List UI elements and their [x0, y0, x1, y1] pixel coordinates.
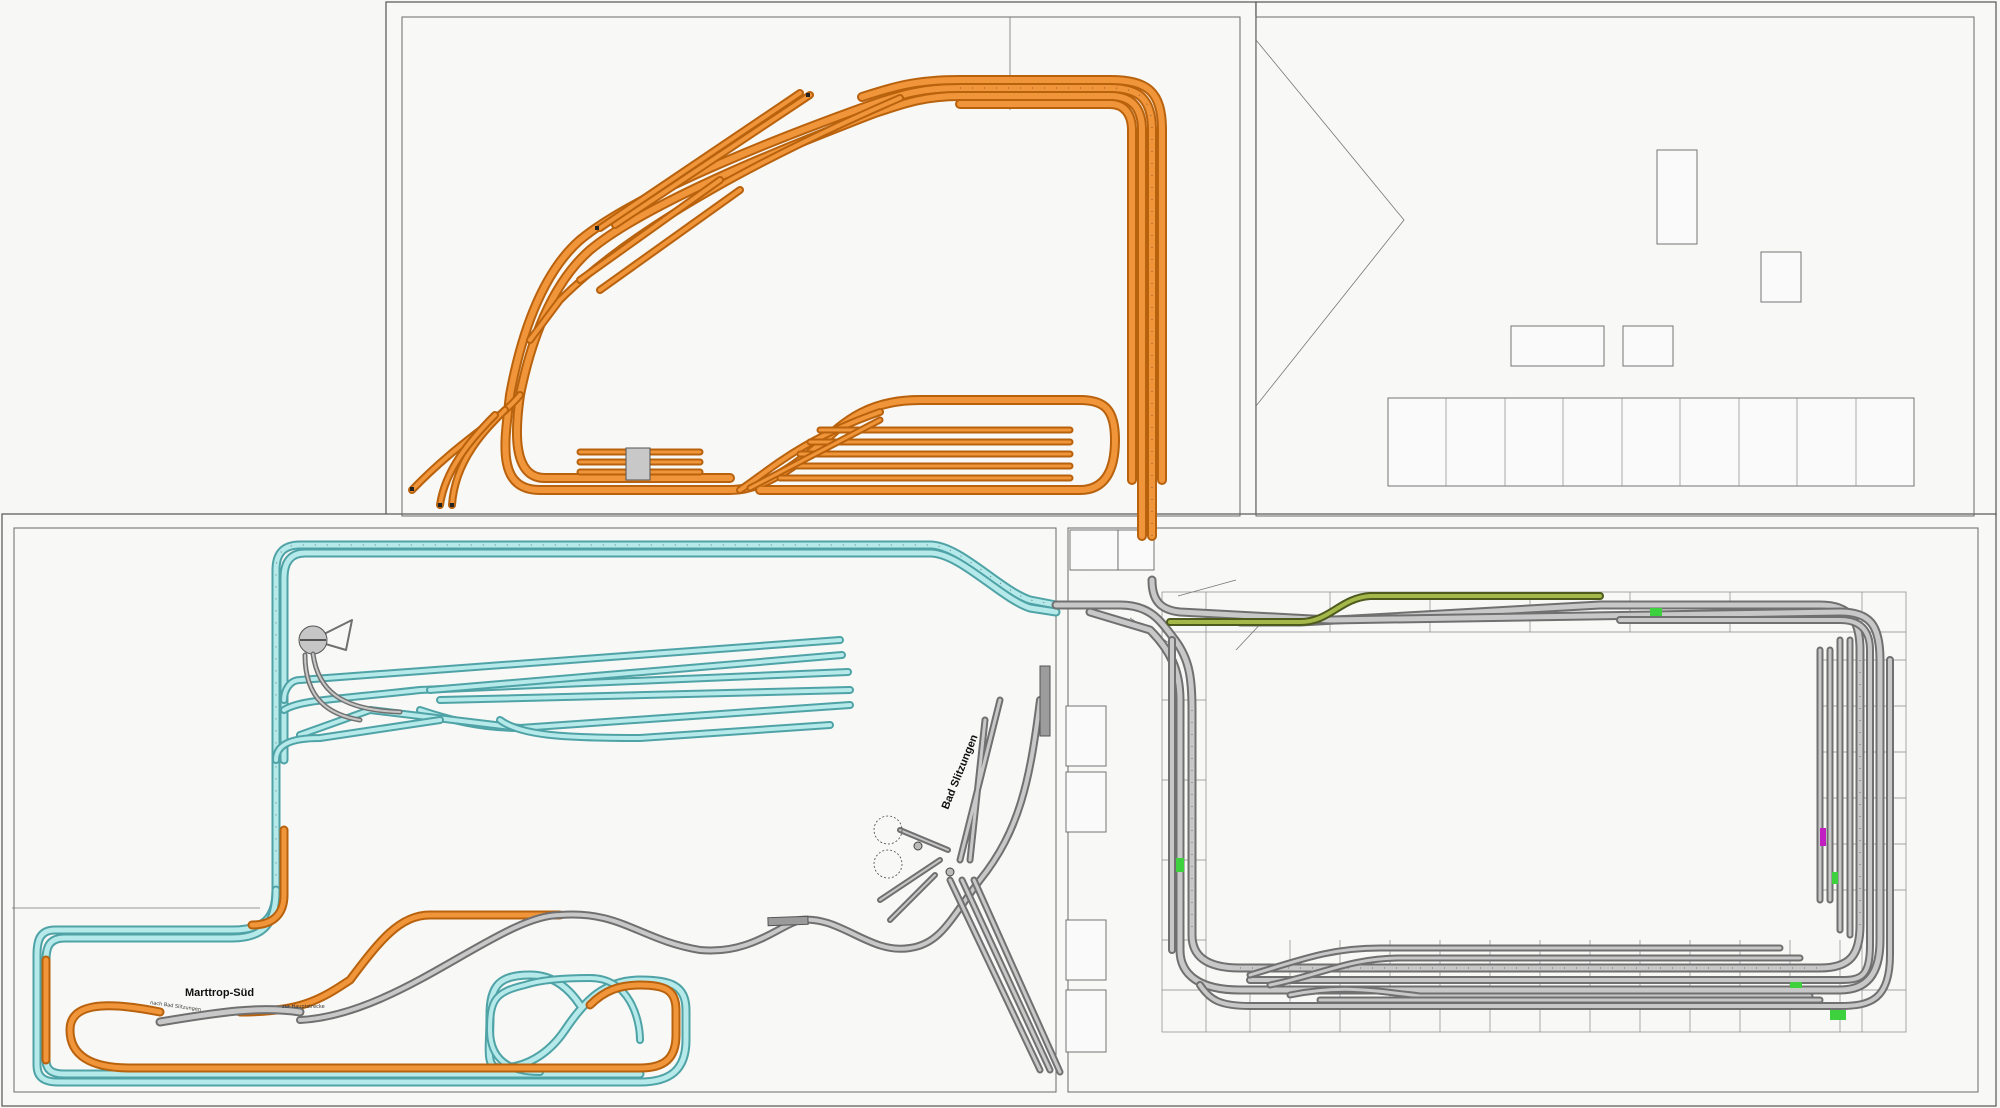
dashed-circle-2: [873, 849, 903, 879]
green-block-marker-5: [1830, 1010, 1846, 1020]
green-block-marker-4: [1790, 982, 1802, 988]
cabinet-tall: [1656, 149, 1698, 245]
green-block-marker-1: [1650, 608, 1662, 616]
station-label-marttrop-sued: Marttrop-Süd: [185, 987, 254, 999]
upper-connector-boxes: [1069, 529, 1155, 571]
turntable: [298, 619, 403, 723]
orange-track-network: [41, 75, 1167, 1073]
bad-slitzungen-platform: [1039, 665, 1051, 737]
table-right: [1622, 325, 1674, 367]
gray-track-network: [155, 575, 1894, 1076]
small-boxes-middle: [1065, 705, 1107, 1053]
shelf-row: [1387, 397, 1915, 487]
signal-markers: [1176, 608, 1846, 1020]
dashed-circle-1: [873, 815, 903, 845]
marttrop-platform: [767, 915, 809, 927]
table-left: [1510, 325, 1605, 367]
furniture: [1065, 149, 1915, 1053]
annotation-zur-hauptstrecke: zur Hauptstrecke: [282, 1004, 325, 1010]
green-block-marker-3: [1832, 872, 1838, 884]
cabinet-small: [1760, 251, 1802, 303]
green-block-marker-2: [1176, 858, 1184, 872]
magenta-marker: [1820, 828, 1826, 846]
olive-track-segment: [1166, 592, 1604, 626]
engine-shed: [625, 447, 651, 481]
